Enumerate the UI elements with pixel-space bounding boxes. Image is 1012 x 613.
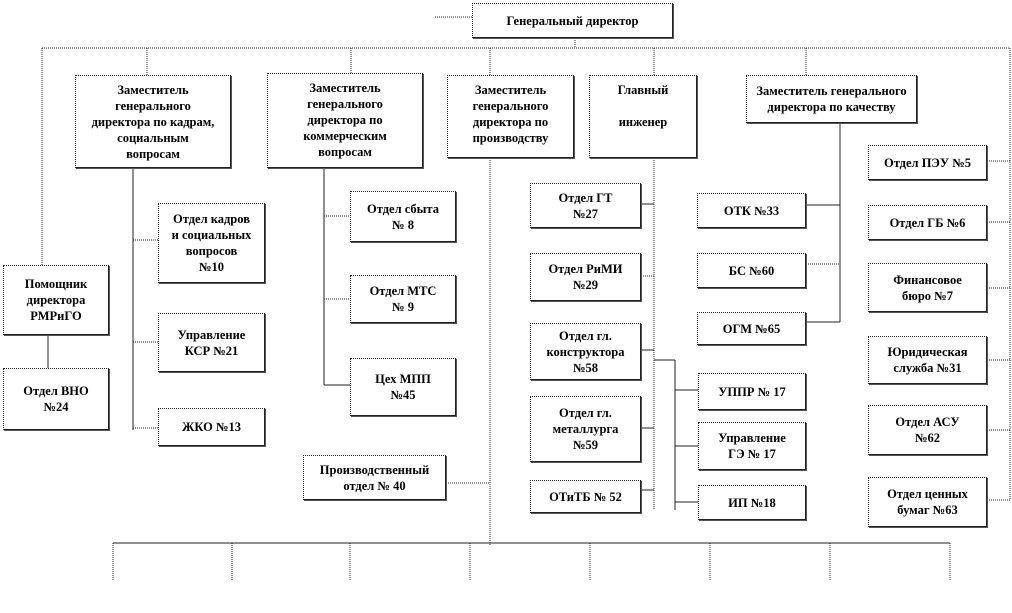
vno-box: Отдел ВНО №24 <box>3 368 109 430</box>
assistant-box: Помощник директора РМРиГО <box>3 265 109 335</box>
director-unit-box: Финансовое бюро №7 <box>868 263 987 312</box>
director-unit-box: Отдел ГБ №6 <box>868 205 987 240</box>
engineer-unit-box: Отдел ГТ №27 <box>530 183 641 228</box>
quality-unit-box: ОТК №33 <box>697 193 806 228</box>
deputy-commercial-box: Заместитель генерального директора по ко… <box>267 73 423 168</box>
deputy-production-box: Заместитель генерального директора по пр… <box>447 75 574 158</box>
hr-unit-box: Управление КСР №21 <box>158 313 265 372</box>
general-director-box: Генеральный директор <box>472 3 673 38</box>
commercial-unit-box: Цех МПП №45 <box>350 358 456 416</box>
engineer-unit-box: УППР № 17 <box>698 373 806 410</box>
quality-unit-box: ОГМ №65 <box>697 312 806 345</box>
deputy-hr-box: Заместитель генерального директора по ка… <box>75 75 231 168</box>
engineer-unit-box: Отдел гл. металлурга №59 <box>530 396 641 462</box>
commercial-unit-box: Отдел МТС № 9 <box>350 275 456 323</box>
commercial-unit-box: Отдел сбыта № 8 <box>350 191 456 242</box>
engineer-unit-box: Управление ГЭ № 17 <box>698 422 806 470</box>
director-unit-box: Отдел ПЭУ №5 <box>868 145 987 180</box>
deputy-quality-box: Заместитель генерального директора по ка… <box>746 75 917 123</box>
hr-unit-box: ЖКО №13 <box>158 408 265 446</box>
hr-unit-box: Отдел кадров и социальных вопросов №10 <box>158 203 265 283</box>
engineer-unit-box: ИП №18 <box>698 485 806 520</box>
director-unit-box: Юридическая служба №31 <box>868 336 987 384</box>
engineer-unit-box: ОТиТБ № 52 <box>530 480 641 513</box>
engineer-unit-box: Отдел гл. конструктора №58 <box>530 323 641 380</box>
chief-engineer-box: Главный инженер <box>589 75 697 158</box>
quality-unit-box: БС №60 <box>697 253 806 288</box>
production-unit-box: Производственный отдел № 40 <box>303 455 446 500</box>
engineer-unit-box: Отдел РиМИ №29 <box>530 253 641 301</box>
director-unit-box: Отдел ценных бумаг №63 <box>868 477 987 527</box>
director-unit-box: Отдел АСУ №62 <box>868 405 987 455</box>
